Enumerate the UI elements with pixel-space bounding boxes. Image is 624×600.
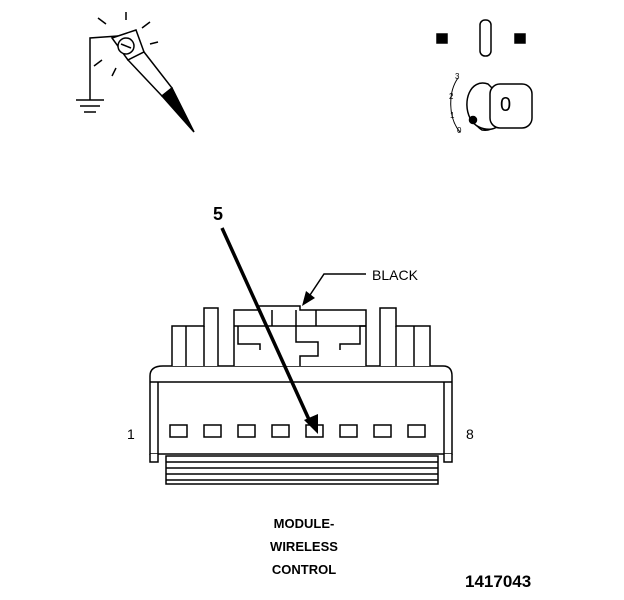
- terminal-cavity: [271, 424, 290, 438]
- wire-color-label: BLACK: [372, 267, 418, 283]
- key-letter: 0: [500, 94, 512, 116]
- pin-number-first: 1: [127, 426, 135, 442]
- terminal-cavities: [169, 424, 426, 438]
- ignition-position-0: 0: [457, 126, 462, 135]
- figure-number: 1417043: [465, 572, 532, 591]
- module-line: CONTROL: [271, 562, 337, 577]
- module-line: WIRELESS: [270, 539, 338, 554]
- ground-symbol-icon: [76, 99, 104, 113]
- callout-number: 5: [213, 204, 224, 224]
- terminal-cavity: [407, 424, 426, 438]
- terminal-cavity: [203, 424, 222, 438]
- terminal-cavity: [237, 424, 256, 438]
- connector-latch: [171, 305, 431, 366]
- ignition-position-3: 3: [455, 72, 460, 81]
- test-light-probe-icon: [89, 12, 195, 133]
- wire-color-leader: [302, 273, 366, 306]
- callout-arrow: [220, 227, 318, 434]
- module-name: MODULE- WIRELESS CONTROL: [234, 512, 374, 581]
- ignition-position-1: 1: [450, 111, 455, 120]
- ignition-key-icon: [450, 77, 533, 133]
- pin-number-last: 8: [466, 426, 474, 442]
- terminal-cavity: [169, 424, 188, 438]
- module-line: MODULE-: [273, 516, 335, 531]
- connector-housing: [149, 365, 453, 485]
- ignition-switch-icon: [436, 19, 526, 57]
- ignition-position-2: 2: [449, 92, 454, 101]
- terminal-cavity: [373, 424, 392, 438]
- terminal-cavity: [339, 424, 358, 438]
